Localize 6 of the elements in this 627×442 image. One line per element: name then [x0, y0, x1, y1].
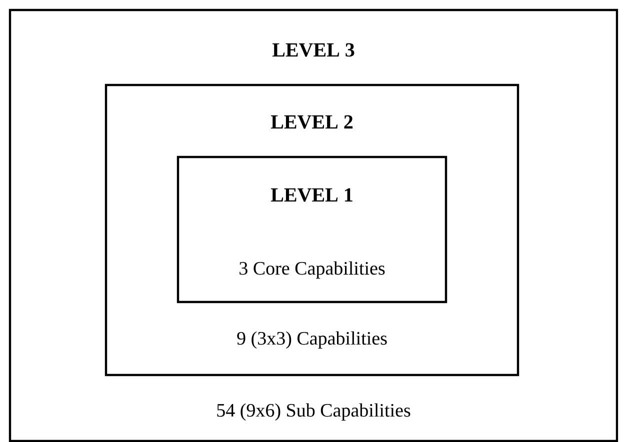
capability-count: 3 Core Capabilities — [240, 261, 385, 279]
level-heading: LEVEL 3 — [272, 43, 354, 57]
capability-count: 9 (3x3) Capabilities — [237, 331, 387, 349]
level-heading: LEVEL 1 — [270, 188, 352, 202]
capability-count: 54 (9x6) Sub Capabilities — [217, 403, 410, 421]
level-heading: LEVEL 2 — [270, 115, 353, 129]
